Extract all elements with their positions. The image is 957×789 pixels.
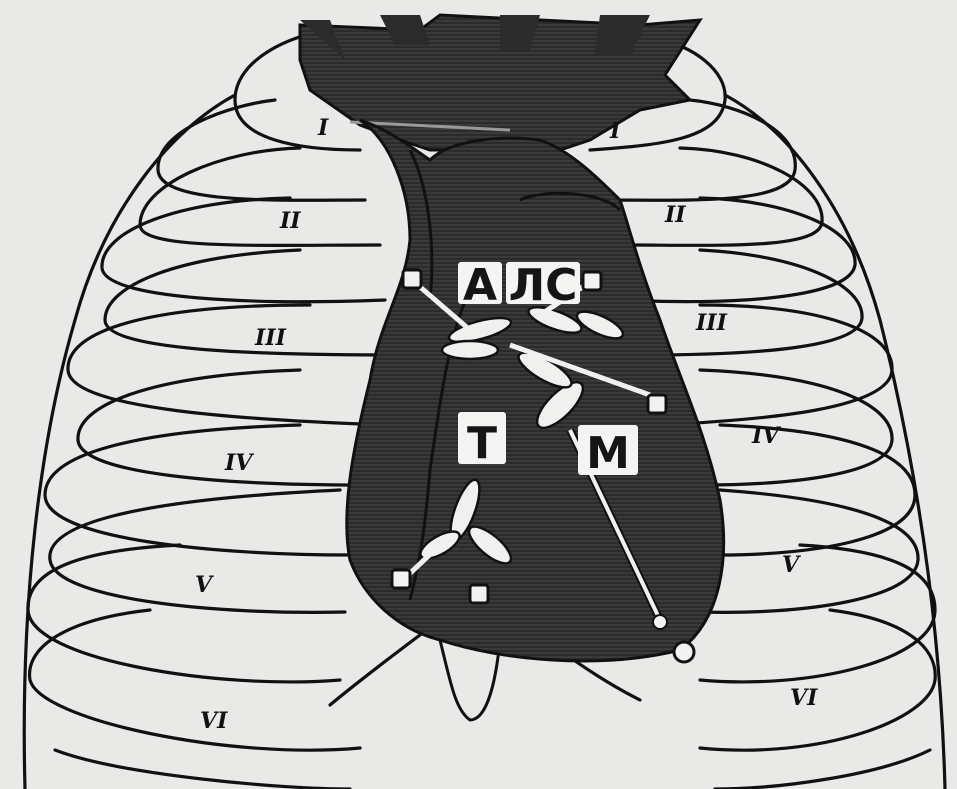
rib-label-left-5: V xyxy=(782,552,801,578)
erb-point xyxy=(648,395,666,413)
rib-labels-right: I II III IV V VI xyxy=(195,115,329,734)
pulmonary-label: ЛС xyxy=(509,260,578,311)
rib-left-6 xyxy=(700,610,935,750)
rib-left-6-lower xyxy=(715,750,930,789)
rib-right-4 xyxy=(78,370,360,485)
pulmonary-point xyxy=(583,272,601,290)
right-ribs xyxy=(24,30,395,789)
tricuspid-label: Т xyxy=(467,418,497,469)
tricuspid-point-1 xyxy=(392,570,410,588)
rib-label-left-4: IV xyxy=(751,423,781,449)
aortic-valve-cusp-2 xyxy=(442,341,498,359)
rib-right-4-lower xyxy=(45,425,350,555)
aortic-point xyxy=(403,270,421,288)
rib-label-right-6: VI xyxy=(200,708,228,734)
rib-left-4 xyxy=(700,370,892,485)
rib-right-2-lower xyxy=(102,198,385,302)
rib-right-2 xyxy=(140,148,380,245)
rib-label-left-6: VI xyxy=(790,685,818,711)
rib-label-right-4: IV xyxy=(224,450,254,476)
rib-left-4-lower xyxy=(720,425,915,555)
rib-label-left-3: III xyxy=(695,310,728,336)
apex-inner-dot xyxy=(653,615,667,629)
rib-label-right-2: II xyxy=(279,208,301,234)
rib-label-right-1: I xyxy=(317,115,329,141)
rib-label-left-1: I xyxy=(609,118,621,144)
rib-right-6-lower xyxy=(55,750,350,789)
aortic-label: А xyxy=(463,260,497,311)
mitral-label: М xyxy=(586,428,630,479)
costal-arch-right xyxy=(330,635,420,705)
rib-left-2 xyxy=(620,148,822,245)
tricuspid-point-2 xyxy=(470,585,488,603)
rib-label-right-3: III xyxy=(254,325,287,351)
rib-label-right-5: V xyxy=(195,572,214,598)
great-vessels xyxy=(300,15,700,150)
rib-left-3-lower xyxy=(660,305,892,425)
rib-right-3-lower xyxy=(68,305,385,425)
apex-point xyxy=(674,642,694,662)
rib-label-left-2: II xyxy=(664,202,686,228)
